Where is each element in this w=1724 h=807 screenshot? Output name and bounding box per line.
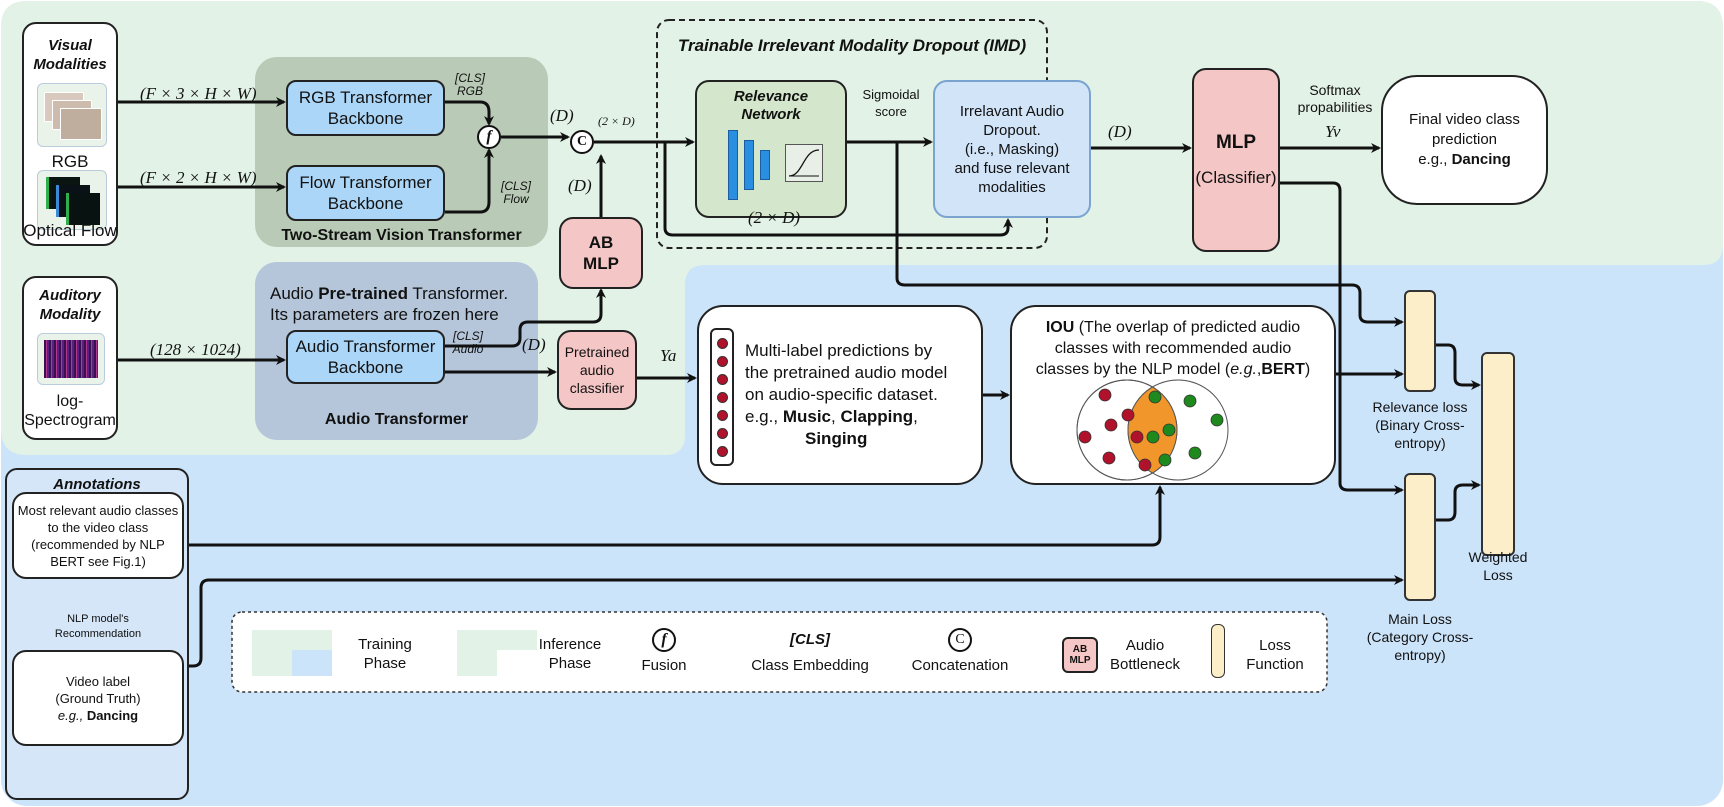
recommended-class-dot: [1148, 390, 1162, 404]
cls-rgb-label: [CLS]RGB: [454, 71, 485, 98]
network-layer-icon: [728, 130, 738, 200]
rgb-thumbnail: [37, 83, 107, 147]
legend-cls: Class Embedding: [751, 657, 869, 674]
weighted-loss-bar: [1481, 352, 1515, 556]
ab-output-dim: (D): [568, 176, 592, 195]
yv-symbol: Yv: [1325, 122, 1341, 141]
rgb-dimension: (F × 3 × H × W): [140, 84, 257, 103]
audio-transformer-caption: Audio Pre-trained Transformer.Its parame…: [270, 284, 509, 324]
rgb-label: RGB: [51, 152, 89, 171]
predicted-class-dot: [1102, 451, 1116, 465]
pretrained-audio-classifier: Pretrained audio classifier: [557, 330, 637, 410]
audio-transformer-backbone: Audio Transformer Backbone: [286, 330, 445, 384]
audio-transformer-title: Audio Transformer: [324, 411, 469, 428]
sigmoidal-score-label: Sigmoidal score: [862, 87, 920, 119]
legend-concat-icon: C: [948, 628, 972, 652]
relevance-network-box: Relevance Network: [695, 80, 847, 218]
legend-fusion: Fusion: [641, 657, 687, 674]
spectrogram-thumbnail: [37, 333, 105, 385]
video-label-box: Video label(Ground Truth)e.g., Dancing: [12, 650, 184, 746]
predicted-class-dot: [1098, 388, 1112, 402]
predicted-class-dot: [1104, 418, 1118, 432]
cls-flow-label: [CLS]Flow: [500, 179, 531, 206]
training-phase-swatch: [252, 630, 332, 676]
visual-modalities-title: Visual Modalities: [33, 37, 107, 73]
dropout-output-dim: (D): [1108, 122, 1132, 141]
flow-dimension: (F × 2 × H × W): [140, 168, 257, 187]
predicted-class-dot: [1138, 458, 1152, 472]
network-layer-icon: [744, 140, 754, 190]
prediction-vector-icon: [710, 328, 734, 466]
recommended-class-dot: [1146, 430, 1160, 444]
recommended-class-dot: [1183, 394, 1197, 408]
relevant-audio-classes-box: Most relevant audio classes to the video…: [12, 492, 184, 579]
relevance-loss-bar: [1404, 290, 1436, 392]
legend-loss-icon: [1211, 624, 1225, 678]
inference-phase-swatch: [457, 630, 537, 676]
legend-cls-symbol: [CLS]: [790, 631, 830, 648]
predicted-class-dot: [1121, 408, 1135, 422]
main-loss-label: Main Loss(Category Cross-entropy): [1366, 611, 1474, 663]
spectrogram-label: log-Spectrogram: [24, 393, 116, 429]
predicted-class-dot: [1130, 430, 1144, 444]
recommended-class-dot: [1162, 423, 1176, 437]
predicted-class-dot: [1078, 430, 1092, 444]
fusion-output-dim: (D): [550, 106, 574, 125]
intersection-region: [1127, 380, 1177, 480]
skip-dimension: (2 × D): [748, 208, 801, 227]
concat-output-dim: (2 × D): [598, 114, 635, 128]
mlp-classifier-box: MLP(Classifier): [1192, 68, 1280, 252]
optical-flow-label: Optical Flow: [23, 221, 117, 240]
ya-symbol: Ya: [660, 346, 677, 365]
concatenation-icon: C: [570, 130, 594, 154]
iou-venn-diagram: [1076, 379, 1229, 481]
recommended-class-dot: [1158, 453, 1172, 467]
spectrogram-dim: (128 × 1024): [150, 340, 241, 359]
multilabel-predictions-box: [697, 305, 983, 485]
sigmoid-icon: [785, 144, 823, 182]
recommended-class-dot: [1210, 413, 1224, 427]
legend-fusion-icon: f: [652, 628, 676, 652]
iou-box: IOU (The overlap of predicted audio clas…: [1010, 305, 1336, 485]
imd-dashed-box: [656, 19, 1048, 249]
cls-audio-label: [CLS]Audio: [452, 329, 484, 356]
relevance-loss-label: Relevance loss(Binary Cross-entropy): [1372, 399, 1468, 451]
fusion-icon: f: [477, 125, 501, 149]
network-layer-icon: [760, 150, 770, 180]
arrows: [90, 97, 1481, 668]
audio-dim: (D): [522, 335, 546, 354]
legend-concat: Concatenation: [911, 657, 1009, 674]
optical-flow-thumbnail: [37, 170, 107, 230]
recommended-class-dot: [1188, 446, 1202, 460]
imd-title: Trainable Irrelevant Modality Dropout (I…: [677, 36, 1027, 55]
two-stream-title: Two-Stream Vision Transformer: [281, 227, 522, 244]
rgb-transformer-backbone: RGB Transformer Backbone: [286, 80, 445, 136]
flow-transformer-backbone: Flow Transformer Backbone: [286, 165, 445, 221]
main-loss-bar: [1404, 473, 1436, 601]
